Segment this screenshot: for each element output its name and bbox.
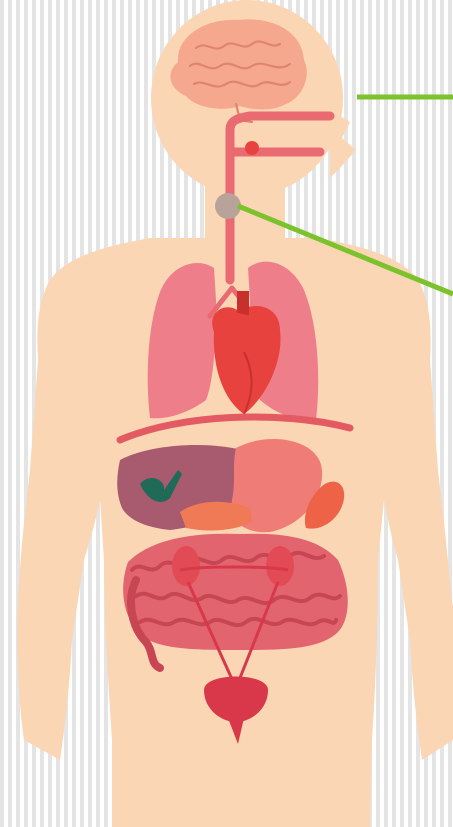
thyroid: [215, 193, 241, 219]
aorta: [238, 292, 248, 314]
left-kidney: [172, 546, 200, 586]
abdominal-organs: [117, 439, 344, 532]
right-kidney: [266, 546, 294, 586]
tonsil: [245, 141, 259, 155]
intestine-mass: [123, 534, 348, 650]
